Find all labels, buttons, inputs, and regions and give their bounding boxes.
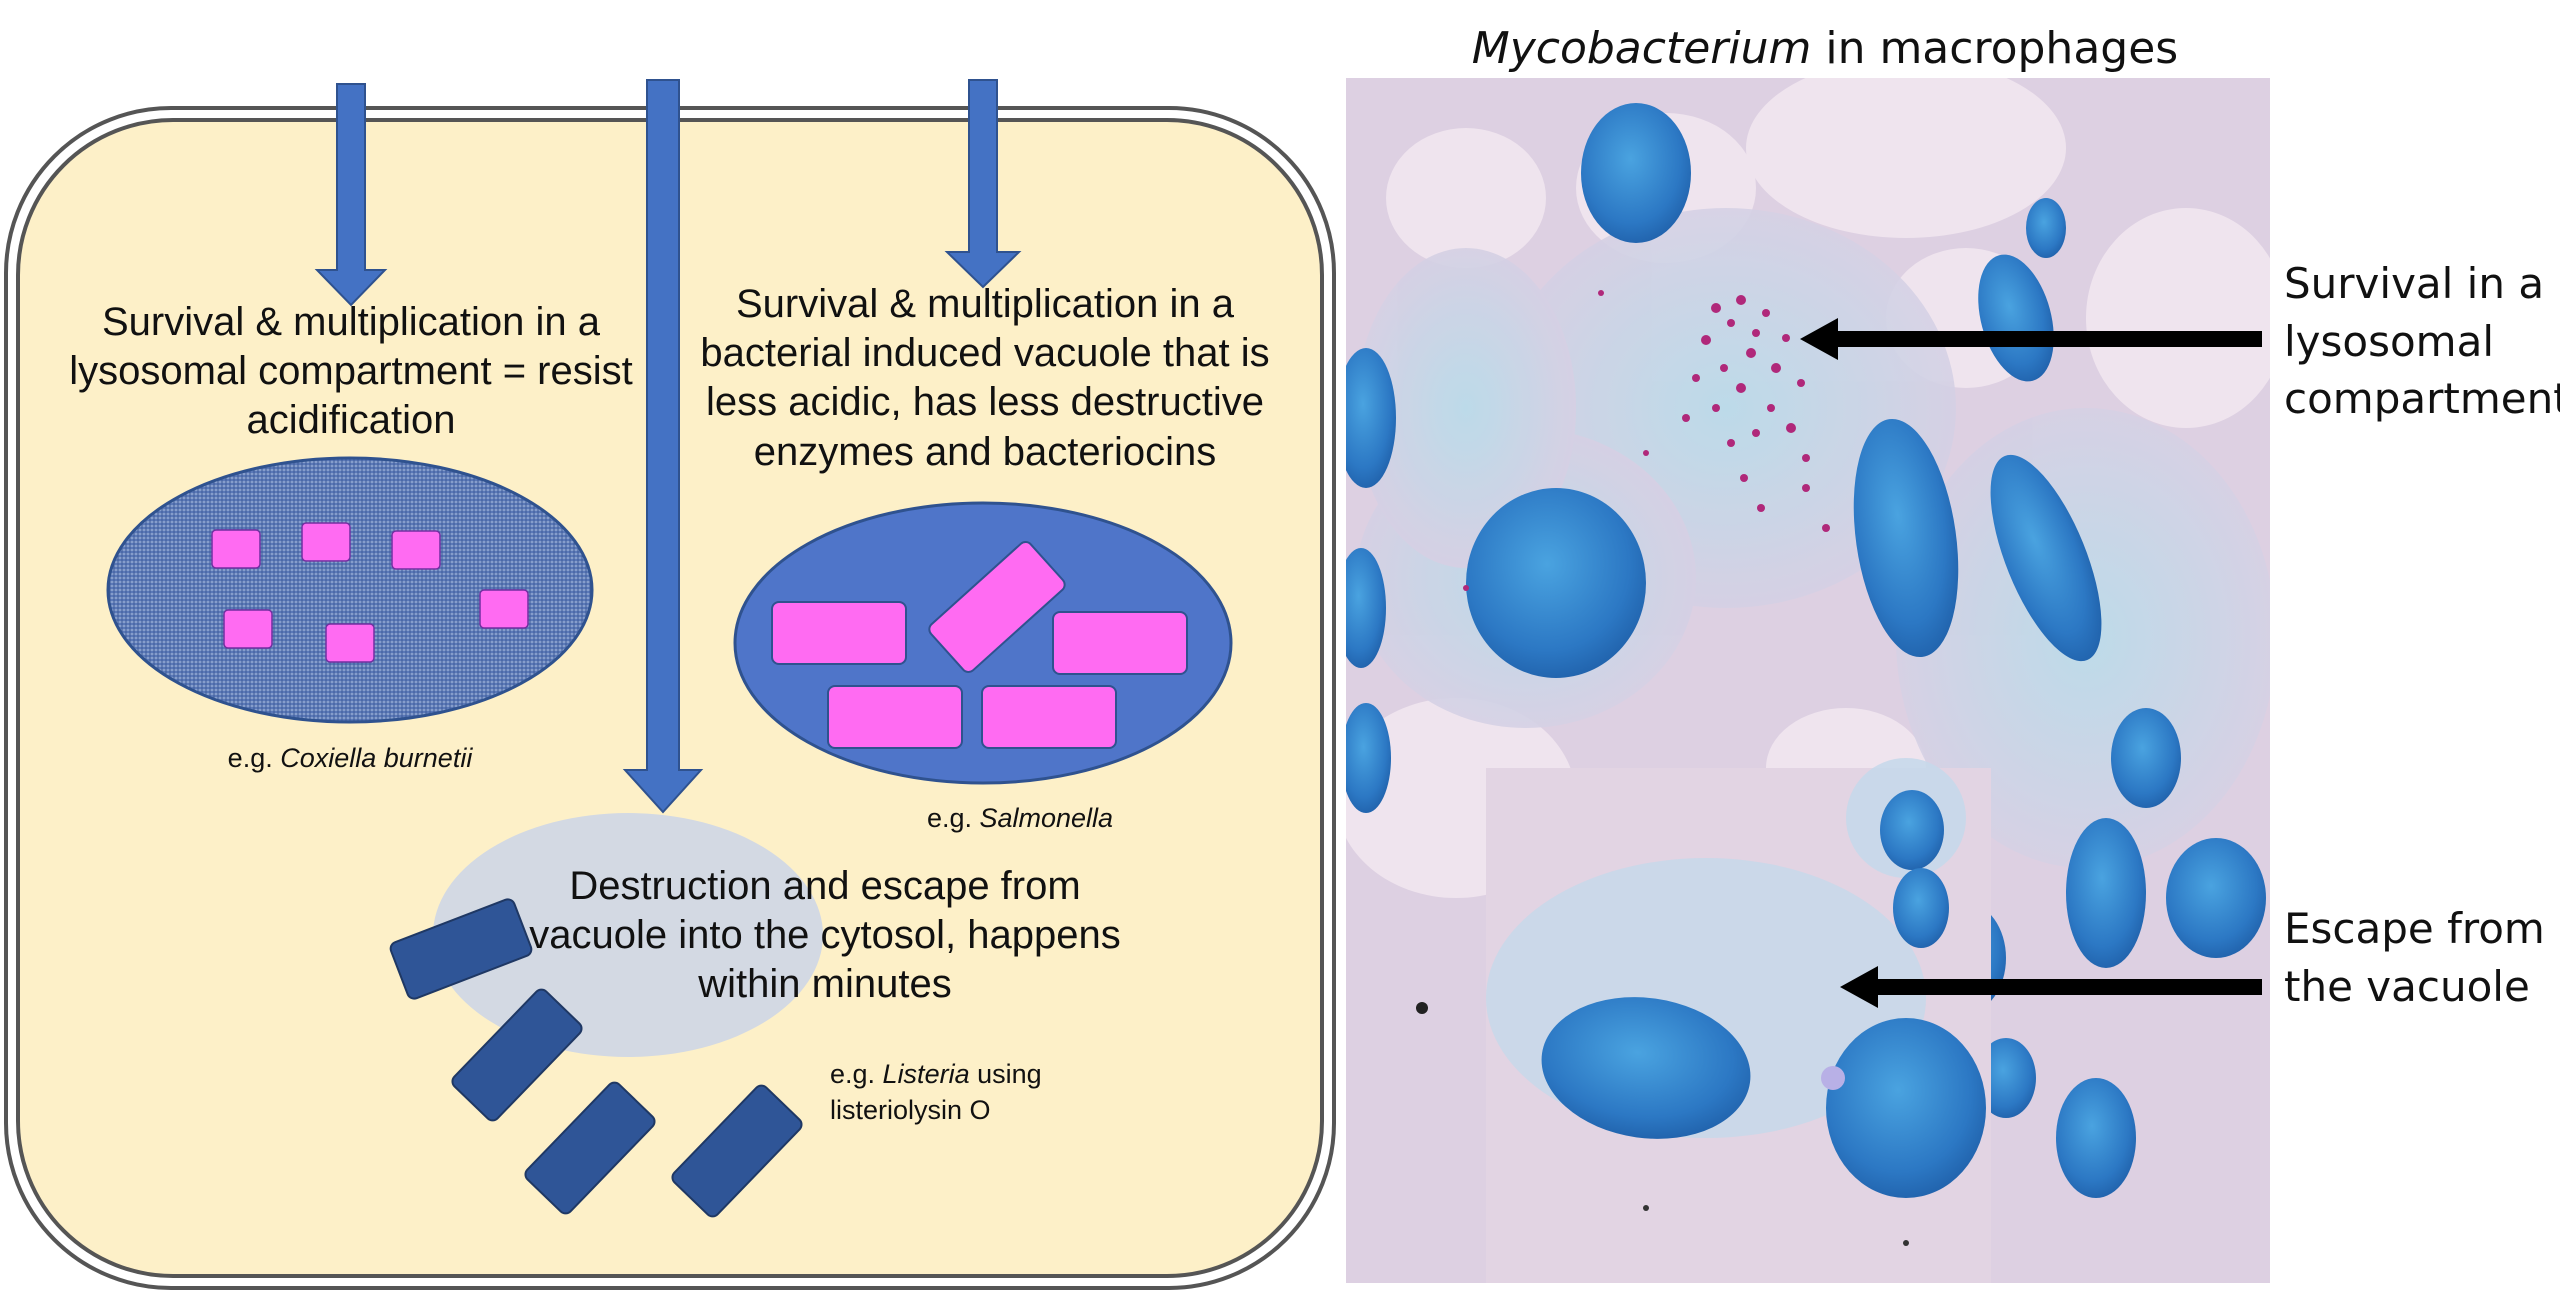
micrograph-image xyxy=(1346,78,2270,1283)
label-escape: Escape from the vacuole xyxy=(2284,904,2545,1011)
example-prefix: e.g. xyxy=(227,743,281,773)
coxiella-bacterium xyxy=(391,530,441,570)
listeria-bacterium xyxy=(389,898,533,1000)
escape-vacuole xyxy=(433,813,823,1057)
pathway-1-example: e.g. Coxiella burnetii xyxy=(150,740,550,776)
entry-arrow-2 xyxy=(622,79,704,814)
listeria-bacterium xyxy=(524,1081,656,1215)
salmonella-bacterium xyxy=(827,685,963,749)
example-name: Salmonella xyxy=(979,803,1114,833)
entry-arrow-1 xyxy=(314,83,388,307)
salmonella-bacterium xyxy=(981,685,1117,749)
coxiella-bacterium xyxy=(301,522,351,562)
pathway-3-caption: Destruction and escape from vacuole into… xyxy=(529,864,1121,1007)
pathway-2-example: e.g. Salmonella xyxy=(850,800,1190,836)
pathway-3-example: e.g. Listeria using listeriolysin O xyxy=(830,1056,1120,1129)
example-prefix: e.g. xyxy=(830,1059,883,1089)
title-italic: Mycobacterium xyxy=(1471,23,1812,74)
pathway-1-caption: Survival & multiplication in a lysosomal… xyxy=(69,300,633,443)
listeria-bacterium xyxy=(451,988,583,1122)
cell-diagram xyxy=(4,79,1336,1290)
salmonella-bacterium xyxy=(771,601,907,665)
label-survival: Survival in a lysosomal compartment xyxy=(2284,259,2560,424)
entry-arrow-3 xyxy=(944,79,1022,289)
salmonella-bacterium xyxy=(928,541,1066,673)
example-name: Listeria xyxy=(882,1059,970,1089)
coxiella-bacterium xyxy=(211,529,261,569)
coxiella-bacterium xyxy=(479,589,529,629)
lysosomal-compartment xyxy=(106,456,594,724)
salmonella-bacterium xyxy=(1052,611,1188,675)
micrograph-inset xyxy=(1416,758,1991,1283)
example-prefix: e.g. xyxy=(926,803,980,833)
coxiella-bacterium xyxy=(223,609,273,649)
title-rest: in macrophages xyxy=(1811,23,2179,74)
pathway-2-caption: Survival & multiplication in a bacterial… xyxy=(700,282,1270,474)
example-name: Coxiella burnetii xyxy=(280,743,473,773)
listeria-bacterium xyxy=(671,1084,803,1218)
micrograph-title: Mycobacterium in macrophages xyxy=(1340,18,2310,80)
coxiella-bacterium xyxy=(325,623,375,663)
example-suffix: using listeriolysin O xyxy=(830,1059,1042,1126)
